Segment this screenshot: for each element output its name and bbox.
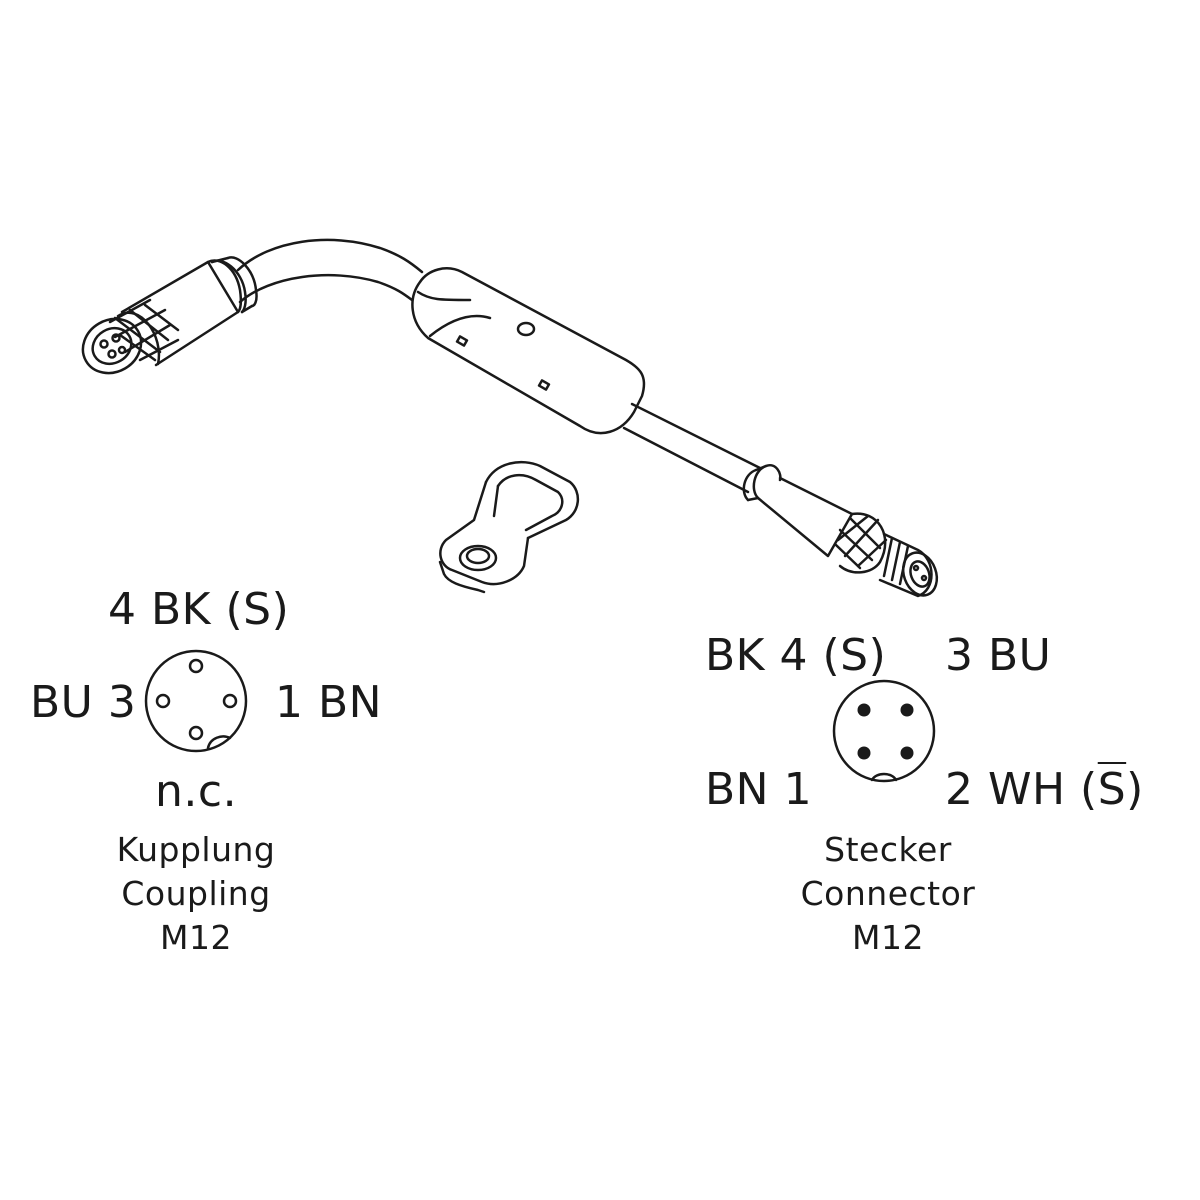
connector-pin-4: [857, 703, 871, 717]
mounting-clip-icon: [438, 460, 579, 594]
connector-caption-en: Connector: [800, 874, 976, 913]
coupling-pin-left-label: BU 3: [30, 677, 137, 728]
splitter-body-icon: [411, 267, 646, 435]
coupling-pinout-face: [144, 649, 248, 753]
connector-pin-2: [900, 746, 914, 760]
connector-pin-bottom-left-label: BN 1: [705, 764, 813, 815]
connector-caption-type: M12: [852, 918, 924, 957]
connector-pin-bottom-right-signal: S: [1097, 764, 1127, 815]
connector-pin-top-right-label: 3 BU: [945, 630, 1052, 681]
connector-pin-3: [900, 703, 914, 717]
connector-plug-icon: [742, 463, 939, 598]
connector-pin-top-left-label: BK 4 (S): [705, 630, 887, 681]
connector-pin-bottom-right-suffix: ): [1126, 764, 1144, 815]
coupling-caption-en: Coupling: [121, 874, 271, 913]
cable-upper: [236, 238, 424, 304]
coupling-caption: Kupplung Coupling M12: [96, 828, 296, 960]
coupling-caption-type: M12: [160, 918, 232, 957]
cable-lower: [622, 402, 762, 494]
connector-pin-bottom-right-label: 2 WH (S): [945, 768, 1144, 812]
connector-pin-1: [857, 746, 871, 760]
connector-pinout-face: [832, 679, 936, 783]
connector-caption: Stecker Connector M12: [768, 828, 1008, 960]
connector-pin-bottom-right-prefix: 2 WH (: [945, 764, 1098, 815]
coupling-plug-icon: [81, 256, 258, 375]
connector-caption-de: Stecker: [824, 830, 952, 869]
coupling-pin-bottom-label: n.c.: [155, 766, 238, 817]
coupling-pin-right-label: 1 BN: [275, 677, 383, 728]
coupling-pin-top-label: 4 BK (S): [108, 584, 290, 635]
coupling-caption-de: Kupplung: [116, 830, 276, 869]
